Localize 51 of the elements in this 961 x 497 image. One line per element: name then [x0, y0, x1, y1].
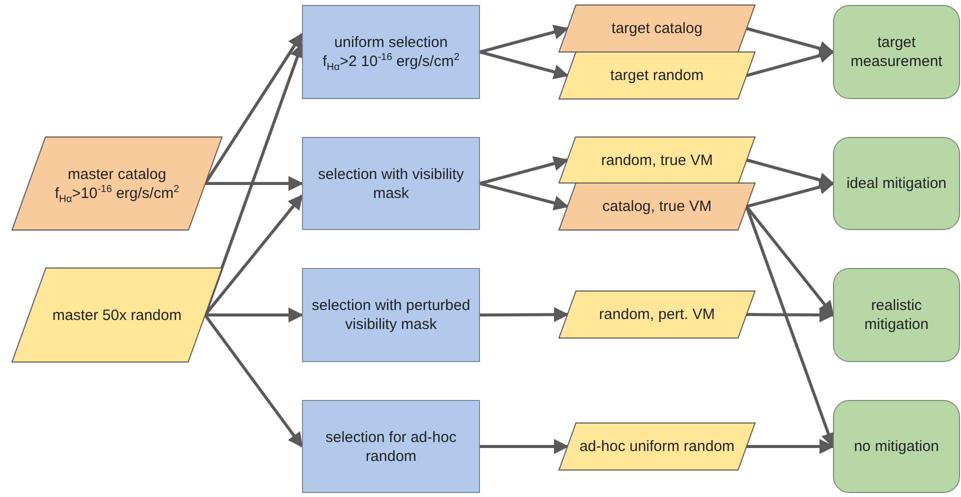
arrow — [480, 182, 569, 210]
node-label: target measurement — [850, 33, 944, 71]
data-parallelogram — [12, 268, 222, 362]
arrow — [480, 156, 569, 185]
arrow — [746, 180, 834, 208]
result-box — [833, 137, 960, 230]
arrow — [746, 307, 834, 322]
arrow — [480, 439, 569, 454]
arrow — [205, 176, 304, 191]
result-box — [833, 268, 960, 362]
node-label: master 50x random — [52, 306, 182, 324]
node-label: f$_{Hα}$>2 10$^{-16}$ erg/s/cm$^{2}$ — [322, 52, 460, 71]
process-box — [302, 5, 480, 99]
arrow — [745, 206, 836, 448]
process-box — [302, 137, 480, 230]
node-label: random, pert. VM — [599, 305, 715, 324]
arrow — [204, 314, 304, 448]
arrow — [480, 50, 569, 80]
node-label: target catalog — [612, 19, 702, 38]
data-parallelogram — [12, 137, 222, 230]
node-label: selection with perturbed visibility mask — [310, 296, 472, 334]
data-parallelogram — [559, 291, 755, 338]
data-parallelogram — [559, 423, 755, 470]
data-parallelogram — [559, 183, 755, 230]
process-box — [302, 268, 480, 362]
node-label: ideal mitigation — [846, 174, 947, 193]
arrow — [204, 32, 304, 184]
node-label: catalog, true VM — [602, 197, 712, 216]
node-label: target random — [610, 66, 704, 85]
result-box — [833, 5, 960, 99]
data-parallelogram — [559, 52, 755, 99]
arrow — [480, 307, 569, 322]
data-parallelogram — [559, 5, 755, 52]
arrow — [746, 48, 834, 77]
node-label: ad-hoc uniform random — [579, 437, 735, 456]
node-label: master catalog — [68, 164, 166, 184]
node-label: selection with visibility mask — [317, 164, 465, 202]
arrow — [480, 24, 569, 54]
node-label: realistic mitigation — [863, 296, 930, 334]
result-box — [833, 400, 960, 493]
node-label: random, true VM — [601, 150, 713, 170]
node-label: f$_{Hα}$>10$^{-16}$ erg/s/cm$^{2}$ — [54, 184, 180, 202]
data-parallelogram — [559, 137, 755, 183]
node-label: selection for ad-hoc random — [324, 428, 458, 466]
node-label: no mitigation — [854, 437, 940, 456]
arrow — [746, 27, 834, 56]
arrow — [205, 308, 304, 322]
process-box — [302, 400, 480, 493]
arrow — [746, 439, 834, 454]
arrow — [746, 158, 834, 188]
node-label: uniform selection — [334, 33, 448, 52]
